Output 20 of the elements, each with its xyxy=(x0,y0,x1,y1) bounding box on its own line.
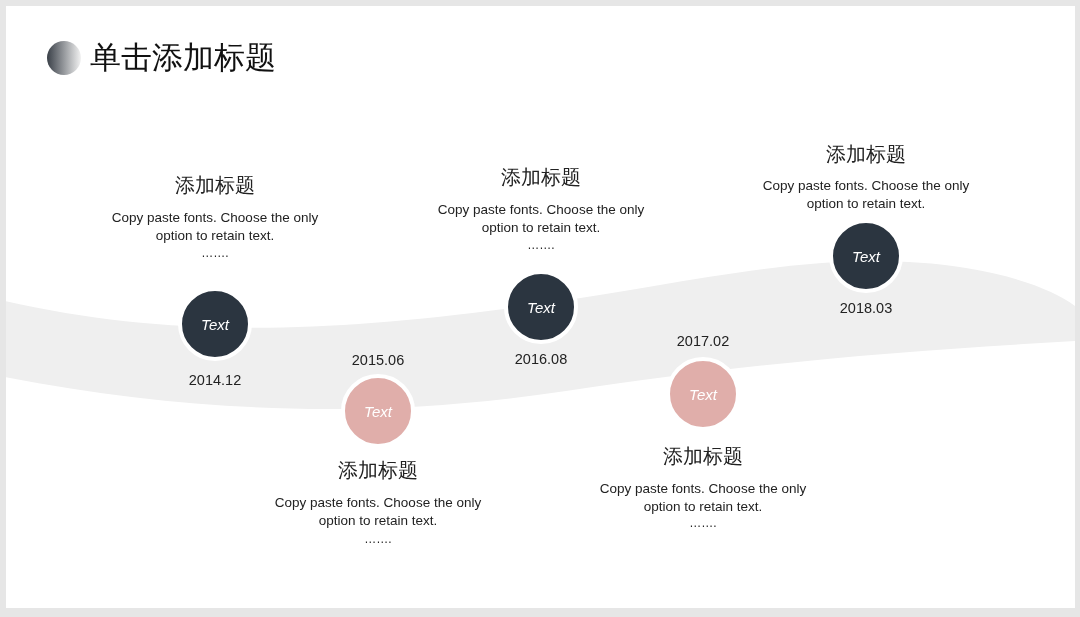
date-label: 2014.12 xyxy=(188,372,242,388)
item-description: Copy paste fonts. Choose the only option to retain text. xyxy=(598,480,808,516)
ellipsis-text: ……. xyxy=(364,532,392,546)
date-label: 2015.06 xyxy=(351,352,405,368)
date-label: 2017.02 xyxy=(676,333,730,349)
date-label: 2016.08 xyxy=(514,351,568,367)
item-description: Copy paste fonts. Choose the only option to retain text. xyxy=(436,201,646,237)
item-heading: 添加标题 xyxy=(663,442,743,470)
item-description: Copy paste fonts. Choose the only option to retain text. xyxy=(761,177,971,213)
date-label: 2018.03 xyxy=(839,300,893,316)
item-description: Copy paste fonts. Choose the only option to retain text. xyxy=(273,494,483,530)
item-heading: 添加标题 xyxy=(501,163,581,191)
item-heading: 添加标题 xyxy=(175,171,255,199)
title: 单击添加标题 xyxy=(90,38,276,77)
item-description: Copy paste fonts. Choose the only option to retain text. xyxy=(110,209,320,245)
item-heading: 添加标题 xyxy=(338,456,418,484)
item-heading: 添加标题 xyxy=(826,140,906,168)
ellipsis-text: ……. xyxy=(689,516,717,530)
ellipsis-text: ……. xyxy=(201,246,229,260)
ellipsis-text: ……. xyxy=(527,238,555,252)
